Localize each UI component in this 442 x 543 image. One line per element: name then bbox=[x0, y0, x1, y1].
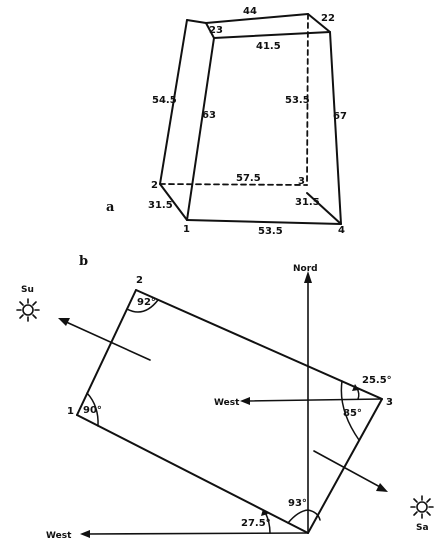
edge-label-back-left: 54.5 bbox=[152, 95, 177, 106]
angle-label-93: 93° bbox=[288, 498, 307, 509]
b-vertex-label-1: 1 bbox=[67, 406, 74, 417]
edge-front-right-hidden bbox=[306, 13, 309, 186]
angle-arc-1 bbox=[86, 392, 99, 427]
panel-b-tag: b bbox=[79, 254, 88, 269]
angle-label-85: 85° bbox=[343, 408, 362, 419]
sun-icon-su bbox=[16, 298, 40, 322]
angle-arrow-275 bbox=[261, 509, 268, 516]
west-arrowhead-mid bbox=[240, 397, 250, 405]
panel-a-tag: a bbox=[106, 200, 115, 215]
angle-arrow-255 bbox=[352, 384, 359, 391]
vertex-label-3: 3 bbox=[298, 176, 305, 187]
edge-front-left bbox=[186, 37, 215, 221]
west-label-bottom: West bbox=[46, 531, 72, 541]
edge-bottom-front bbox=[186, 219, 342, 225]
west-label-mid: West bbox=[214, 398, 240, 408]
west-axis-mid bbox=[245, 398, 383, 402]
angle-label-255: 25.5° bbox=[362, 375, 392, 386]
sun-icon-sa bbox=[410, 495, 434, 519]
edge-back-top-left bbox=[186, 19, 207, 24]
sun-arrow-su-head bbox=[58, 318, 70, 326]
edge-label-bottom-front: 53.5 bbox=[258, 226, 283, 237]
vertex-label-23: 23 bbox=[209, 25, 223, 36]
west-arrowhead-bottom bbox=[80, 530, 90, 538]
sun-arrow-sa-shaft bbox=[313, 450, 383, 489]
side-4-1 bbox=[76, 414, 309, 534]
vertex-label-4: 4 bbox=[338, 225, 345, 236]
edge-back-right bbox=[329, 31, 342, 225]
edge-label-top-outer: 44 bbox=[243, 6, 257, 17]
angle-label-275: 27.5° bbox=[241, 518, 271, 529]
edge-label-bottom-back: 57.5 bbox=[236, 173, 261, 184]
north-label: Nord bbox=[293, 264, 318, 274]
west-axis-bottom bbox=[85, 532, 309, 535]
edge-bottom-back-hidden bbox=[159, 183, 308, 186]
edge-label-back-right: 67 bbox=[333, 111, 347, 122]
sun-arrow-sa-head bbox=[376, 483, 388, 492]
edge-label-front-left: 63 bbox=[202, 110, 216, 121]
angle-arc-3 bbox=[340, 380, 360, 441]
b-vertex-label-2: 2 bbox=[136, 275, 143, 286]
su-label: Su bbox=[21, 285, 34, 295]
edge-top-outer bbox=[205, 13, 309, 24]
side-2-3 bbox=[135, 289, 383, 400]
side-3-4 bbox=[307, 398, 383, 534]
side-1-2 bbox=[76, 289, 137, 416]
sun-arrow-su-shaft bbox=[63, 320, 151, 361]
edge-label-front-right: 53.5 bbox=[285, 95, 310, 106]
edge-label-top-inner: 41.5 bbox=[256, 41, 281, 52]
edge-top-left-short bbox=[205, 22, 215, 39]
edge-label-short-right: 31.5 bbox=[295, 197, 320, 208]
vertex-label-22: 22 bbox=[321, 13, 335, 24]
angle-arc-2 bbox=[126, 299, 159, 313]
vertex-label-2: 2 bbox=[151, 180, 158, 191]
edge-label-short-left: 31.5 bbox=[148, 200, 173, 211]
panel-b-quadrilateral bbox=[76, 289, 383, 534]
vertex-label-1: 1 bbox=[183, 224, 190, 235]
edge-back-left bbox=[159, 19, 188, 185]
b-vertex-label-3: 3 bbox=[386, 397, 393, 408]
angle-arc-4 bbox=[287, 509, 321, 524]
angle-label-92: 92° bbox=[137, 297, 156, 308]
edge-back-top-right bbox=[307, 13, 331, 33]
edge-short-right-solid bbox=[306, 192, 342, 225]
sa-label: Sa bbox=[416, 523, 429, 533]
edge-top-inner bbox=[213, 31, 331, 39]
panel-a-solid bbox=[159, 13, 342, 225]
north-arrowhead bbox=[304, 271, 312, 283]
edge-short-left bbox=[159, 183, 188, 221]
angle-label-90: 90° bbox=[83, 405, 102, 416]
